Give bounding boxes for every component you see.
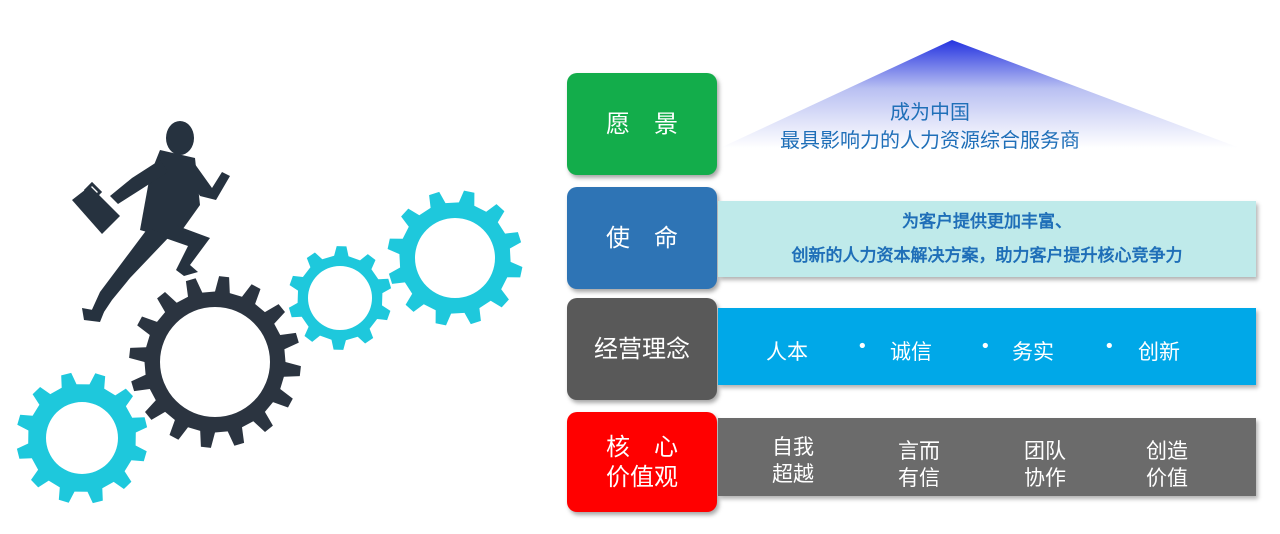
mission-line-2: 创新的人力资本解决方案，助力客户提升核心竞争力 [791,246,1183,266]
core-value-line-2: 超越 [772,462,814,486]
core-value-line-2: 价值 [1146,466,1188,490]
philosophy-label: 经营理念 [594,335,690,363]
core-values-label-line-2: 价值观 [606,463,678,491]
gear-icon [16,372,148,504]
bullet-dot: • [857,336,868,357]
philosophy-band: 人本 • 诚信 • 务实 • 创新 [718,308,1256,385]
philosophy-item: 务实 [1012,340,1054,364]
mission-band: 为客户提供更加丰富、 创新的人力资本解决方案，助力客户提升核心竞争力 [718,201,1256,277]
mission-line-1: 为客户提供更加丰富、 [902,212,1072,232]
core-value-item: 自我 超越 [758,434,828,488]
vision-label: 愿 景 [606,110,678,138]
core-value-line-2: 有信 [898,466,940,490]
mission-label-box: 使 命 [567,187,717,289]
businessman-icon [72,121,230,322]
core-value-item: 言而 有信 [884,438,954,492]
philosophy-label-box: 经营理念 [567,298,717,400]
mission-label: 使 命 [606,224,678,252]
core-values-label-box: 核 心 价值观 [567,412,717,512]
philosophy-item: 创新 [1138,340,1180,364]
core-values-label-line-1: 核 心 [606,433,678,461]
vision-statement: 成为中国 最具影响力的人力资源综合服务商 [730,98,1130,154]
vision-roof-triangle [720,40,1240,148]
vision-line-2: 最具影响力的人力资源综合服务商 [780,128,1080,152]
core-values-band: 自我 超越 言而 有信 团队 协作 创造 价值 [718,418,1256,496]
vision-line-1: 成为中国 [890,100,970,124]
philosophy-item: 诚信 [890,340,932,364]
gear-icon [129,276,301,448]
core-value-line-1: 团队 [1024,439,1066,463]
philosophy-item: 人本 [766,340,808,364]
core-value-line-2: 协作 [1024,466,1066,490]
core-value-line-1: 自我 [772,435,814,459]
businessman-gears-illustration [16,121,523,504]
core-value-item: 团队 协作 [1010,438,1080,492]
vision-label-box: 愿 景 [567,73,717,175]
gear-icon [288,246,392,350]
core-value-line-1: 创造 [1146,439,1188,463]
bullet-dot: • [1104,336,1115,357]
bullet-dot: • [980,336,991,357]
core-value-item: 创造 价值 [1132,438,1202,492]
gear-icon [387,190,523,326]
core-value-line-1: 言而 [898,439,940,463]
